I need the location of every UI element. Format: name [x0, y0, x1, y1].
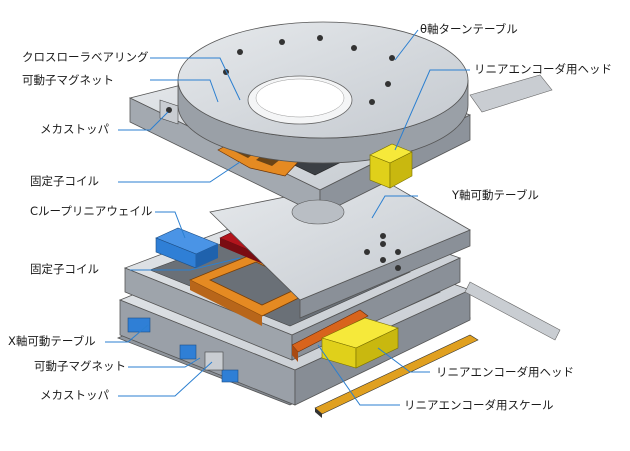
encoder-head-bottom-part — [291, 309, 399, 369]
label-c-loop-guide: Cループリニアウェイル — [30, 204, 153, 218]
label-moving-magnet-top: 可動子マグネット — [22, 73, 114, 87]
label-stator-coil-mid: 固定子コイル — [30, 262, 99, 276]
mech-stopper-top-part — [159, 99, 179, 125]
leader-lines — [105, 29, 470, 406]
label-x-table: X軸可動テーブル — [8, 334, 96, 348]
label-mech-stopper-top: メカストッパ — [40, 122, 109, 136]
turntable — [177, 21, 469, 164]
upper-plate-notch — [291, 199, 345, 225]
encoder-head-top-part — [369, 143, 413, 189]
c-loop-guide-blocks — [155, 227, 219, 269]
label-stator-coil-top: 固定子コイル — [30, 174, 99, 188]
label-y-table: Y軸可動テーブル — [452, 188, 539, 202]
label-theta-table: θ軸ターンテーブル — [420, 22, 518, 36]
right-rail-bar — [464, 281, 561, 341]
label-cross-roller: クロスローラベアリング — [22, 50, 149, 64]
mech-stopper-bottom-part — [204, 351, 224, 371]
encoder-scale — [314, 334, 479, 418]
label-encoder-head-top: リニアエンコーダ用ヘッド — [474, 62, 612, 76]
stator-coil-middle — [189, 251, 326, 326]
top-rail-bar — [469, 74, 553, 113]
label-encoder-scale: リニアエンコーダ用スケール — [404, 398, 554, 412]
label-moving-magnet-bottom: 可動子マグネット — [34, 359, 126, 373]
label-encoder-head-bottom: リニアエンコーダ用ヘッド — [436, 365, 574, 379]
label-mech-stopper-bottom: メカストッパ — [40, 388, 109, 402]
